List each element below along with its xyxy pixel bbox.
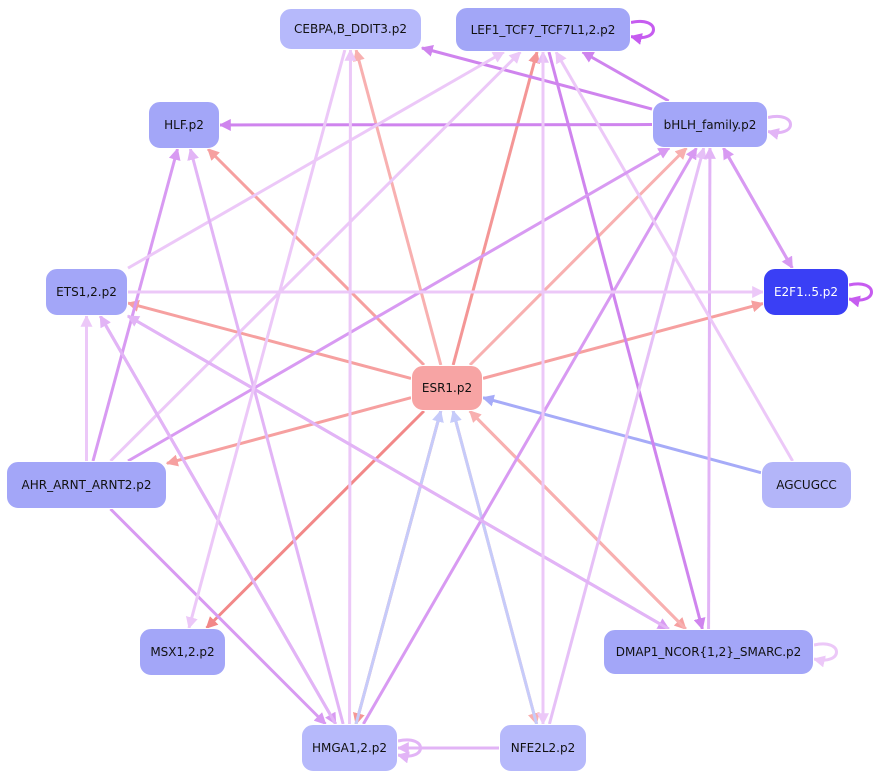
edge-bhlh-to-cebpa bbox=[420, 44, 653, 111]
node-lef1-label: LEF1_TCF7_TCF7L1,2.p2 bbox=[470, 22, 616, 37]
node-esr1-label: ESR1.p2 bbox=[421, 381, 473, 395]
node-cebpa[interactable]: CEBPA,B_DDIT3.p2 bbox=[279, 8, 422, 50]
node-cebpa-label: CEBPA,B_DDIT3.p2 bbox=[294, 22, 407, 36]
edge-esr1-to-e2f1 bbox=[482, 300, 765, 380]
edge-esr1-to-msx1 bbox=[205, 409, 426, 630]
edge-esr1-to-cebpa bbox=[353, 48, 443, 366]
node-ets1-label: ETS1,2.p2 bbox=[56, 285, 117, 299]
node-dmap1-label: DMAP1_NCOR{1,2}_SMARC.p2 bbox=[615, 645, 802, 659]
edge-esr1-to-ahr bbox=[165, 396, 412, 467]
node-e2f1[interactable]: E2F1..5.p2 bbox=[763, 268, 849, 316]
edge-hmga1-to-bhlh bbox=[362, 146, 698, 725]
edge-nfe2l2-to-bhlh bbox=[547, 146, 707, 725]
node-ahr-label: AHR_ARNT_ARNT2.p2 bbox=[21, 478, 152, 492]
node-bhlh[interactable]: bHLH_family.p2 bbox=[652, 101, 768, 148]
edge-dmap1-to-bhlh bbox=[703, 146, 716, 630]
edge-lef1-to-lef1 bbox=[629, 19, 655, 45]
edge-ahr-to-lef1 bbox=[109, 50, 522, 463]
edge-esr1-to-ets1 bbox=[126, 300, 412, 380]
edge-bhlh-to-lef1 bbox=[581, 50, 670, 103]
edge-lef1-to-dmap1 bbox=[547, 51, 706, 631]
node-msx1[interactable]: MSX1,2.p2 bbox=[139, 628, 226, 676]
edge-dmap1-to-ets1 bbox=[126, 314, 670, 631]
node-msx1-label: MSX1,2.p2 bbox=[150, 645, 215, 659]
edge-hmga1-to-esr1 bbox=[354, 409, 444, 725]
edges-layer bbox=[80, 19, 873, 764]
edge-ahr-to-bhlh bbox=[127, 146, 671, 463]
node-lef1[interactable]: LEF1_TCF7_TCF7L1,2.p2 bbox=[455, 7, 631, 52]
edge-hmga1-to-cebpa bbox=[344, 48, 357, 725]
edge-bhlh-to-bhlh bbox=[766, 114, 792, 140]
node-agucgcc-label: AGCUGCC bbox=[776, 478, 837, 492]
edge-ahr-to-hmga1 bbox=[109, 507, 327, 726]
edge-esr1-to-lef1 bbox=[451, 50, 540, 366]
edge-esr1-to-bhlh bbox=[468, 146, 688, 367]
node-agucgcc[interactable]: AGCUGCC bbox=[761, 461, 852, 509]
edge-hmga1-to-hlf bbox=[187, 147, 345, 725]
node-e2f1-label: E2F1..5.p2 bbox=[773, 285, 839, 299]
node-ets1[interactable]: ETS1,2.p2 bbox=[45, 268, 128, 316]
node-hmga1-label: HMGA1,2.p2 bbox=[311, 741, 388, 755]
node-nfe2l2[interactable]: NFE2L2.p2 bbox=[499, 724, 587, 772]
edge-dmap1-to-esr1 bbox=[468, 409, 687, 631]
edge-e2f1-to-e2f1 bbox=[847, 282, 873, 308]
edge-ahr-to-hlf bbox=[91, 147, 181, 462]
edge-agucgcc-to-lef1 bbox=[554, 50, 794, 462]
edge-dmap1-to-dmap1 bbox=[812, 642, 838, 668]
node-nfe2l2-label: NFE2L2.p2 bbox=[510, 741, 576, 755]
node-hmga1[interactable]: HMGA1,2.p2 bbox=[301, 724, 398, 772]
node-ahr[interactable]: AHR_ARNT_ARNT2.p2 bbox=[6, 461, 167, 509]
edge-cebpa-to-msx1 bbox=[185, 49, 347, 630]
node-hlf[interactable]: HLF.p2 bbox=[148, 101, 220, 149]
edge-nfe2l2-to-esr1 bbox=[450, 409, 539, 725]
node-hlf-label: HLF.p2 bbox=[164, 118, 204, 132]
node-esr1[interactable]: ESR1.p2 bbox=[411, 365, 483, 411]
node-bhlh-label: bHLH_family.p2 bbox=[663, 117, 757, 132]
edge-agucgcc-to-esr1 bbox=[481, 394, 762, 475]
edge-e2f1-to-bhlh bbox=[722, 146, 794, 269]
node-dmap1[interactable]: DMAP1_NCOR{1,2}_SMARC.p2 bbox=[603, 629, 814, 675]
